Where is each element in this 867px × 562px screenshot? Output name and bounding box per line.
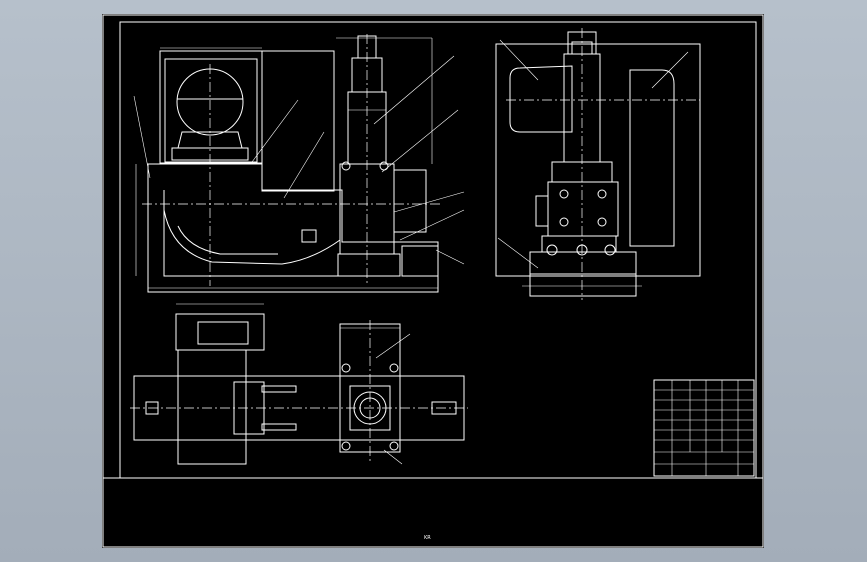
bolt (389, 363, 399, 373)
curved-channel-inner (177, 225, 278, 255)
side-frame (495, 43, 701, 277)
bolt (341, 441, 351, 451)
base-body (147, 163, 439, 293)
clamp-side (401, 245, 439, 277)
side-foot (529, 273, 637, 297)
housing-block (547, 181, 619, 237)
rod (261, 385, 297, 393)
rod (261, 423, 297, 431)
footer-label: KR (424, 535, 431, 541)
bolt (341, 161, 351, 171)
title-block (653, 379, 755, 477)
cad-drawing (102, 14, 764, 548)
leader-line (251, 99, 299, 163)
clamp-block (337, 253, 401, 277)
curved-channel (163, 209, 341, 265)
bolt (597, 189, 607, 199)
motor-top-inner (197, 321, 249, 345)
bolt (379, 161, 389, 171)
motor-body (177, 349, 247, 465)
bolt (546, 244, 558, 256)
motor-frame (159, 50, 263, 164)
leader-line (283, 131, 325, 199)
top-view (130, 303, 468, 465)
leader-line (375, 333, 411, 359)
leader-line (651, 51, 689, 89)
title-block-frame (653, 379, 755, 477)
clamp-nut (301, 229, 317, 243)
bolt (559, 217, 569, 227)
motor-top (175, 313, 265, 351)
motor-inner-frame (164, 58, 258, 163)
leader-line (393, 191, 465, 213)
bolt (389, 441, 399, 451)
base-inner (163, 190, 388, 277)
leader-line (499, 39, 539, 81)
bolt (597, 217, 607, 227)
side-block (393, 169, 427, 233)
bolt (559, 189, 569, 199)
side-view (495, 28, 701, 300)
leader-line (435, 249, 465, 265)
leader-line (133, 95, 151, 179)
front-view (133, 34, 465, 293)
housing-side (535, 195, 549, 227)
frame-panel (261, 50, 335, 192)
sheet-border (102, 14, 764, 548)
bolt (341, 363, 351, 373)
motor-left (509, 65, 573, 133)
leader-line (381, 109, 459, 173)
leader-line (497, 237, 539, 269)
drawing-sheet: KR (102, 14, 764, 548)
bolt (604, 244, 616, 256)
leader-line (399, 209, 465, 241)
leader-line (383, 449, 403, 465)
guard-plate (629, 69, 675, 247)
leader-line (373, 55, 455, 125)
